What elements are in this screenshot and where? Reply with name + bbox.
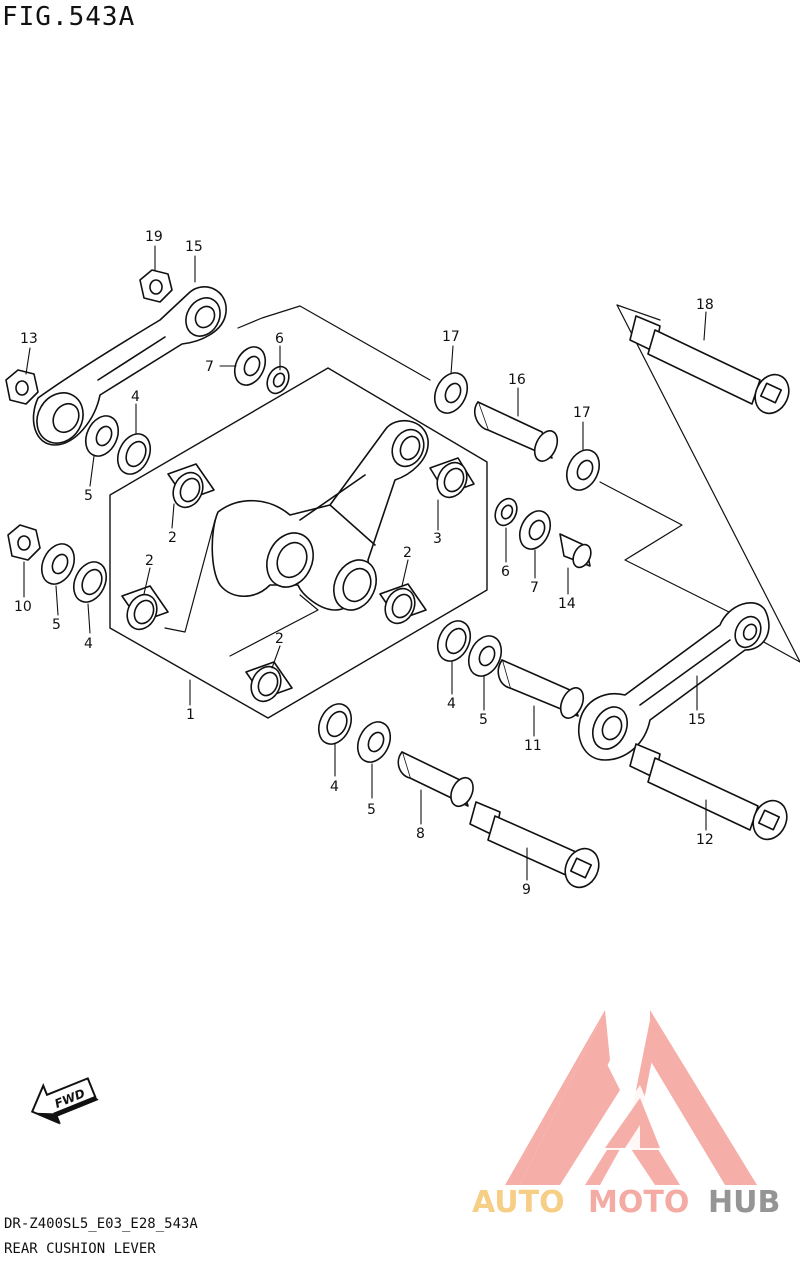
nut-10 xyxy=(7,524,41,561)
watermark-hub: HUB xyxy=(708,1185,780,1220)
callout-4-left: 4 xyxy=(84,636,93,652)
callout-6-upper: 6 xyxy=(275,331,284,347)
callout-2-c: 2 xyxy=(403,545,412,561)
callout-7-right: 7 xyxy=(530,580,539,596)
bolt-12 xyxy=(629,743,788,841)
callout-2-d: 2 xyxy=(275,631,284,647)
callout-18: 18 xyxy=(696,297,714,313)
callout-8: 8 xyxy=(416,826,425,842)
watermark-moto: MOTO xyxy=(588,1185,689,1220)
cushion-rod-upper xyxy=(32,286,227,446)
callout-17-lower: 17 xyxy=(573,405,591,421)
figure-title: FIG.543A xyxy=(2,2,136,32)
lever-assembly-outline xyxy=(109,367,488,719)
callout-13: 13 xyxy=(20,331,38,347)
washers xyxy=(40,346,601,763)
cushion-lever xyxy=(211,419,429,611)
bolt-18 xyxy=(629,315,790,415)
watermark-auto: AUTO xyxy=(472,1185,565,1220)
callout-7-upper: 7 xyxy=(205,359,214,375)
automotohub-logo xyxy=(505,1010,757,1185)
callout-4-lower: 4 xyxy=(330,779,339,795)
spacers xyxy=(397,401,592,808)
callout-3: 3 xyxy=(433,531,442,547)
callout-19: 19 xyxy=(145,229,163,245)
callout-12: 12 xyxy=(696,832,714,848)
callout-16: 16 xyxy=(508,372,526,388)
callout-15-lower: 15 xyxy=(688,712,706,728)
callout-5-upper: 5 xyxy=(84,488,93,504)
callout-5-lower: 5 xyxy=(367,802,376,818)
nut-13 xyxy=(5,369,39,405)
callout-6-right: 6 xyxy=(501,564,510,580)
callout-2-b: 2 xyxy=(145,553,154,569)
callout-4-upper: 4 xyxy=(131,389,140,405)
callout-9: 9 xyxy=(522,882,531,898)
callout-2-a: 2 xyxy=(168,530,177,546)
bolt-9 xyxy=(469,801,600,889)
callout-leaders xyxy=(23,245,707,881)
section-name: REAR CUSHION LEVER xyxy=(4,1241,156,1257)
callout-11: 11 xyxy=(524,738,542,754)
callout-10: 10 xyxy=(14,599,32,615)
callout-17-upper: 17 xyxy=(442,329,460,345)
assembly-guide-lines xyxy=(164,304,800,663)
callout-5-mid: 5 xyxy=(479,712,488,728)
model-code: DR-Z400SL5_E03_E28_543A xyxy=(4,1216,198,1232)
callout-labels: 19 15 13 7 6 4 5 2 2 2 2 3 10 5 4 1 17 1… xyxy=(14,229,714,898)
callout-14: 14 xyxy=(558,596,576,612)
callout-5-left: 5 xyxy=(52,617,61,633)
callout-15-upper: 15 xyxy=(185,239,203,255)
callout-1: 1 xyxy=(186,707,195,723)
nut-19 xyxy=(139,269,173,303)
cushion-rod-lower xyxy=(578,601,770,761)
needle-bearings xyxy=(121,457,475,703)
callout-4-mid: 4 xyxy=(447,696,456,712)
forward-arrow-icon: FWD xyxy=(30,1077,99,1125)
